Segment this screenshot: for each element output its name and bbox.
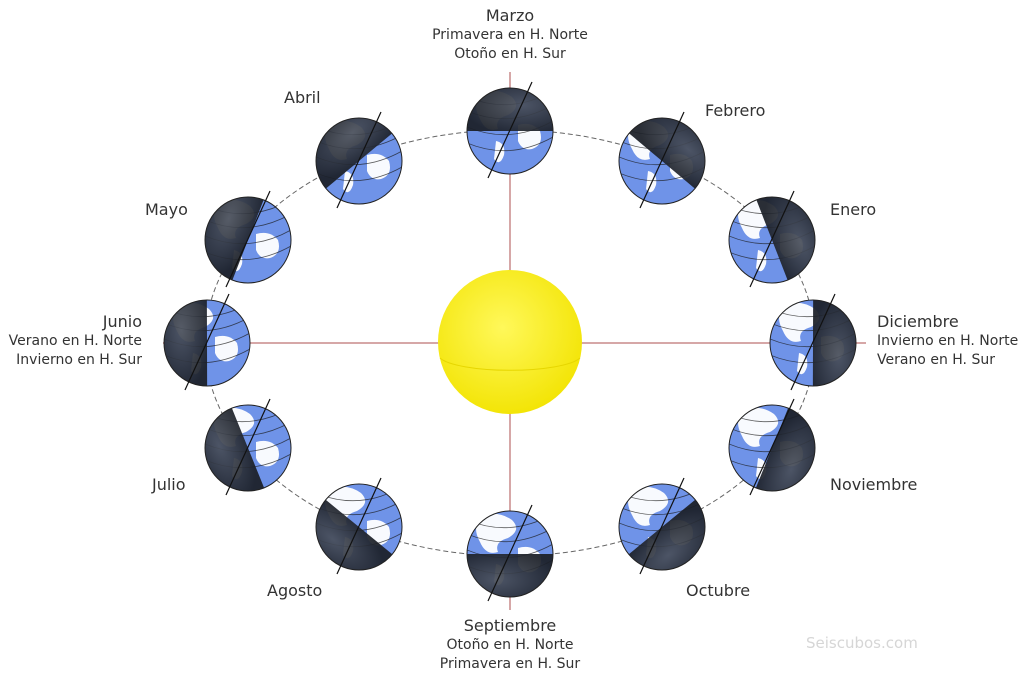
month-name-julio: Julio	[152, 475, 186, 494]
month-name-septiembre: Septiembre	[463, 616, 557, 635]
label-marzo: Marzo Primavera en H. Norte Otoño en H. …	[410, 5, 610, 64]
earth-noviembre	[728, 398, 816, 496]
watermark-text: Seiscubos.com	[806, 634, 918, 652]
month-name-diciembre: Diciembre	[877, 312, 959, 331]
season-north-junio: Verano en H. Norte	[8, 333, 142, 349]
label-julio: Julio	[152, 474, 186, 495]
season-south-diciembre: Verano en H. Sur	[877, 352, 995, 368]
earth-enero	[728, 190, 816, 288]
earth-febrero	[618, 111, 706, 209]
season-north-septiembre: Otoño en H. Norte	[446, 637, 574, 653]
month-name-febrero: Febrero	[705, 101, 766, 120]
label-mayo: Mayo	[145, 199, 188, 220]
earth-agosto	[315, 477, 403, 575]
label-febrero: Febrero	[705, 100, 765, 121]
season-south-marzo: Otoño en H. Sur	[454, 46, 566, 62]
earth-mayo	[204, 190, 292, 288]
month-name-agosto: Agosto	[267, 581, 323, 600]
season-north-diciembre: Invierno en H. Norte	[877, 333, 1019, 349]
season-north-marzo: Primavera en H. Norte	[432, 27, 588, 43]
month-name-octubre: Octubre	[686, 581, 751, 600]
label-junio: Junio Verano en H. Norte Invierno en H. …	[9, 311, 142, 370]
month-name-abril: Abril	[284, 88, 321, 107]
month-name-noviembre: Noviembre	[830, 475, 918, 494]
earth-positions	[163, 81, 857, 602]
earth-septiembre	[466, 504, 554, 602]
season-south-septiembre: Primavera en H. Sur	[439, 656, 581, 672]
month-name-junio: Junio	[102, 312, 142, 331]
earth-diciembre	[769, 293, 857, 391]
earth-julio	[204, 398, 292, 496]
label-abril: Abril	[284, 87, 321, 108]
label-diciembre: Diciembre Invierno en H. Norte Verano en…	[877, 311, 1018, 370]
label-septiembre: Septiembre Otoño en H. Norte Primavera e…	[410, 615, 610, 674]
label-octubre: Octubre	[686, 580, 750, 601]
label-agosto: Agosto	[267, 580, 322, 601]
earth-marzo	[466, 81, 554, 179]
earth-junio	[163, 293, 251, 391]
earth-octubre	[618, 477, 706, 575]
season-south-junio: Invierno en H. Sur	[16, 352, 142, 368]
sun	[438, 270, 582, 414]
label-enero: Enero	[830, 199, 876, 220]
month-name-enero: Enero	[830, 200, 877, 219]
month-name-mayo: Mayo	[145, 200, 188, 219]
label-noviembre: Noviembre	[830, 474, 917, 495]
month-name-marzo: Marzo	[485, 6, 535, 25]
earth-abril	[315, 111, 403, 209]
